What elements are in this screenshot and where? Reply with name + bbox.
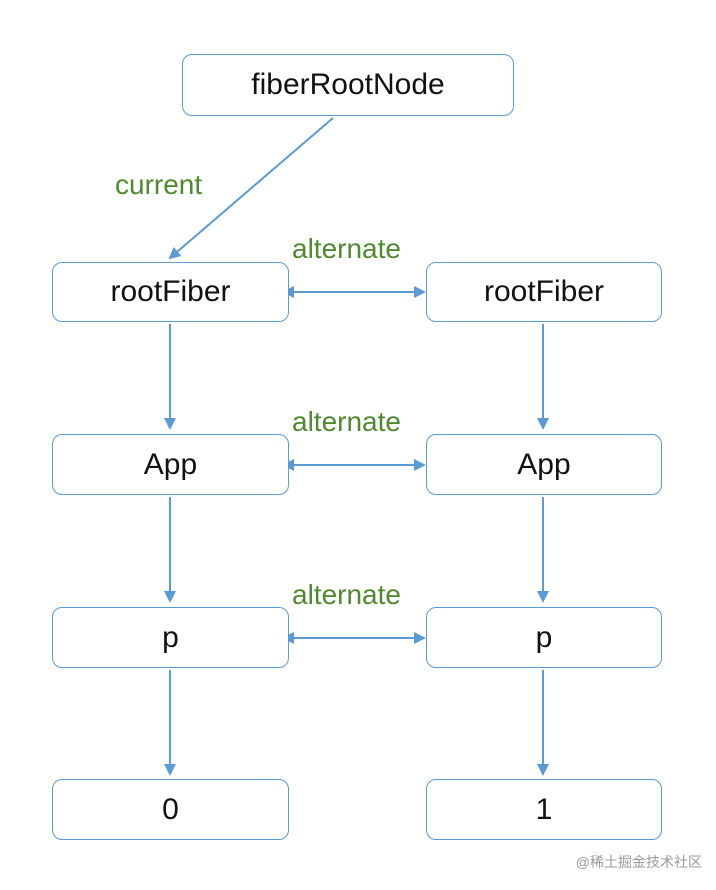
right-p-label: p xyxy=(535,620,553,654)
current-label: current xyxy=(115,169,203,200)
fiber-root-node-label: fiberRootNode xyxy=(251,68,445,101)
current-arrow xyxy=(168,117,334,260)
watermark: @稀土掘金技术社区 xyxy=(575,854,702,870)
alternate-label-root: alternate xyxy=(292,233,401,264)
right-app-label: App xyxy=(517,447,571,481)
left-app-label: App xyxy=(143,447,198,481)
right-root-fiber-box: rootFiber xyxy=(426,262,662,322)
left-root-fiber-label: rootFiber xyxy=(110,275,231,308)
alternate-label-p: alternate xyxy=(292,579,401,610)
left-app-box: App xyxy=(52,434,289,495)
right-text-label: 1 xyxy=(535,792,553,826)
alternate-label-app: alternate xyxy=(292,406,401,437)
fiber-root-node-box: fiberRootNode xyxy=(182,54,514,116)
left-text-label: 0 xyxy=(162,792,179,826)
left-text-box: 0 xyxy=(52,779,289,840)
left-p-label: p xyxy=(162,620,179,654)
right-text-box: 1 xyxy=(426,779,662,840)
left-root-fiber-box: rootFiber xyxy=(52,262,289,322)
right-root-fiber-label: rootFiber xyxy=(483,275,605,308)
left-p-box: p xyxy=(52,607,289,668)
right-p-box: p xyxy=(426,607,662,668)
right-app-box: App xyxy=(426,434,662,495)
